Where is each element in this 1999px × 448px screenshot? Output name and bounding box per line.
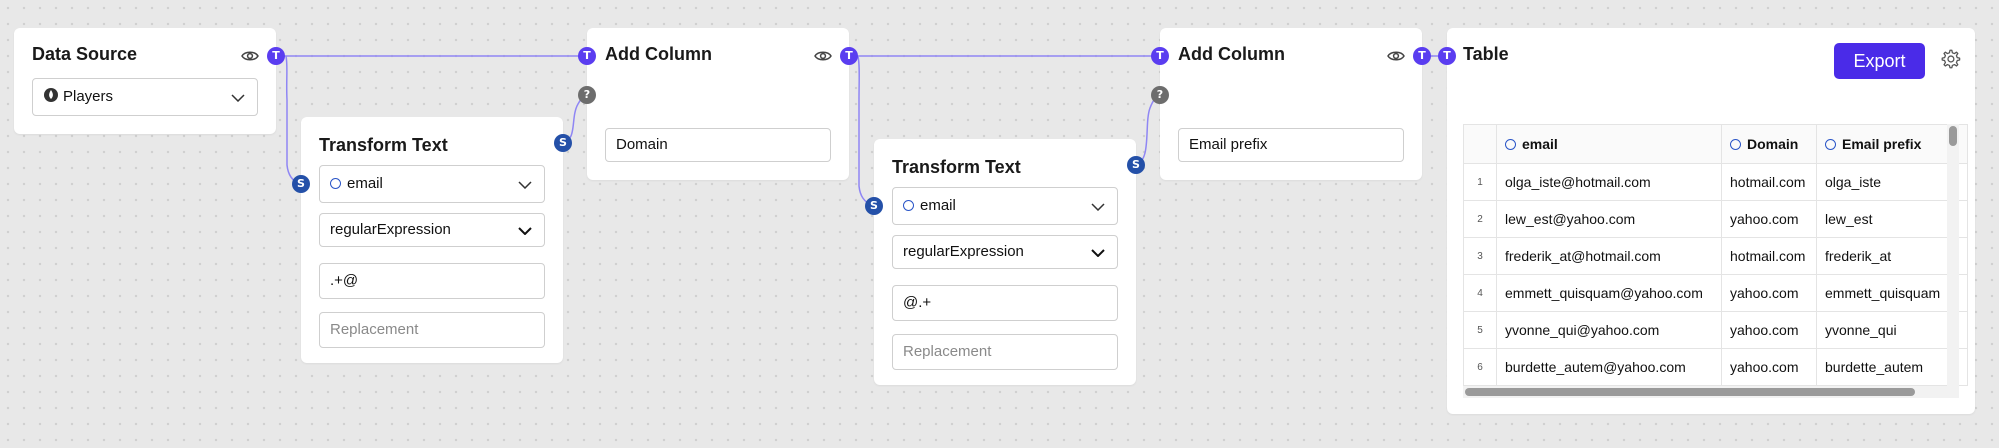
add-column-node-1[interactable]: Add Column Domain <box>587 28 849 180</box>
column-header-email-prefix[interactable]: Email prefix <box>1816 124 1968 164</box>
index-header <box>1463 124 1497 164</box>
column-type-icon <box>1730 138 1741 150</box>
add-column2-value-port[interactable]: ? <box>1151 86 1169 104</box>
cell-email: burdette_autem@yahoo.com <box>1496 348 1722 386</box>
eye-icon[interactable] <box>241 49 259 63</box>
eye-icon[interactable] <box>814 49 832 63</box>
table-row: 6 burdette_autem@yahoo.com yahoo.com bur… <box>1463 348 1968 386</box>
chevron-down-icon <box>1091 203 1105 211</box>
data-source-title: Data Source <box>32 44 138 64</box>
add-column-title: Add Column <box>1178 44 1285 64</box>
add-column-node-2[interactable]: Add Column Email prefix <box>1160 28 1422 180</box>
data-source-node[interactable]: Data Source Players <box>14 28 276 134</box>
cell-email: emmett_quisquam@yahoo.com <box>1496 274 1722 312</box>
vertical-scrollbar-thumb[interactable] <box>1949 126 1957 146</box>
column-type-icon <box>1825 138 1836 150</box>
transform1-output-port[interactable]: S <box>554 134 572 152</box>
cell-prefix: burdette_autem <box>1816 348 1968 386</box>
row-index: 3 <box>1463 237 1497 275</box>
add-column2-output-port[interactable]: T <box>1413 47 1431 65</box>
table-row: 5 yvonne_qui@yahoo.com yahoo.com yvonne_… <box>1463 311 1968 349</box>
eye-icon[interactable] <box>1387 49 1405 63</box>
vertical-scrollbar[interactable] <box>1947 124 1959 386</box>
column-name-input[interactable]: Email prefix <box>1178 128 1404 162</box>
transform-text-node-2[interactable]: Transform Text email regularExpression @… <box>874 139 1136 385</box>
edge-transform2-to-addcolumn2 <box>1134 94 1161 166</box>
data-source-value: Players <box>63 88 114 105</box>
add-column1-input-port[interactable]: T <box>578 47 596 65</box>
table-title: Table <box>1463 44 1509 64</box>
transform2-input-port[interactable]: S <box>865 197 883 215</box>
row-index: 1 <box>1463 163 1497 201</box>
replacement-input[interactable]: Replacement <box>319 312 545 348</box>
data-source-output-port[interactable]: T <box>267 47 285 65</box>
cell-prefix: yvonne_qui <box>1816 311 1968 349</box>
table-node[interactable]: Table Export email Domain Email prefix 1… <box>1447 28 1975 414</box>
chevron-down-icon <box>518 227 532 235</box>
column-select[interactable]: email <box>319 165 545 203</box>
transform2-output-port[interactable]: S <box>1127 156 1145 174</box>
add-column1-value-port[interactable]: ? <box>578 86 596 104</box>
transform1-input-port[interactable]: S <box>292 175 310 193</box>
cell-domain: yahoo.com <box>1721 311 1817 349</box>
cell-domain: hotmail.com <box>1721 237 1817 275</box>
column-select[interactable]: email <box>892 187 1118 225</box>
column-value: email <box>920 197 956 214</box>
chevron-down-icon <box>231 94 245 102</box>
add-column1-output-port[interactable]: T <box>840 47 858 65</box>
column-type-icon <box>903 199 914 211</box>
horizontal-scrollbar[interactable] <box>1463 386 1959 398</box>
table-input-port[interactable]: T <box>1438 47 1456 65</box>
cell-prefix: olga_iste <box>1816 163 1968 201</box>
replacement-input[interactable]: Replacement <box>892 334 1118 370</box>
cell-email: olga_iste@hotmail.com <box>1496 163 1722 201</box>
data-source-select[interactable]: Players <box>32 78 258 116</box>
add-column2-input-port[interactable]: T <box>1151 47 1169 65</box>
column-type-icon <box>1505 138 1516 150</box>
database-icon <box>44 88 58 103</box>
table-row: 2 lew_est@yahoo.com yahoo.com lew_est <box>1463 200 1968 238</box>
table-header-row: email Domain Email prefix <box>1463 124 1968 164</box>
cell-domain: yahoo.com <box>1721 274 1817 312</box>
method-select[interactable]: regularExpression <box>892 235 1118 269</box>
transform-title: Transform Text <box>892 157 1021 177</box>
method-select[interactable]: regularExpression <box>319 213 545 247</box>
column-header-domain[interactable]: Domain <box>1721 124 1817 164</box>
column-value: email <box>347 175 383 192</box>
add-column-title: Add Column <box>605 44 712 64</box>
pattern-input[interactable]: @.+ <box>892 285 1118 321</box>
row-index: 4 <box>1463 274 1497 312</box>
transform-title: Transform Text <box>319 135 448 155</box>
table-row: 1 olga_iste@hotmail.com hotmail.com olga… <box>1463 163 1968 201</box>
table-row: 4 emmett_quisquam@yahoo.com yahoo.com em… <box>1463 274 1968 312</box>
row-index: 6 <box>1463 348 1497 386</box>
chevron-down-icon <box>1091 249 1105 257</box>
method-value: regularExpression <box>903 243 1024 260</box>
horizontal-scrollbar-thumb[interactable] <box>1465 388 1915 396</box>
chevron-down-icon <box>518 181 532 189</box>
transform-text-node-1[interactable]: Transform Text email regularExpression .… <box>301 117 563 363</box>
table-row: 3 frederik_at@hotmail.com hotmail.com fr… <box>1463 237 1968 275</box>
export-button[interactable]: Export <box>1834 43 1925 79</box>
cell-domain: yahoo.com <box>1721 200 1817 238</box>
method-value: regularExpression <box>330 221 451 238</box>
data-table: email Domain Email prefix 1 olga_iste@ho… <box>1463 124 1968 386</box>
cell-domain: yahoo.com <box>1721 348 1817 386</box>
column-type-icon <box>330 177 341 189</box>
column-header-email[interactable]: email <box>1496 124 1722 164</box>
edge-datasource-to-transform1 <box>285 55 301 185</box>
pattern-input[interactable]: .+@ <box>319 263 545 299</box>
gear-icon[interactable] <box>1939 48 1961 70</box>
column-name-input[interactable]: Domain <box>605 128 831 162</box>
edge-addcolumn1-to-transform2 <box>857 55 874 207</box>
